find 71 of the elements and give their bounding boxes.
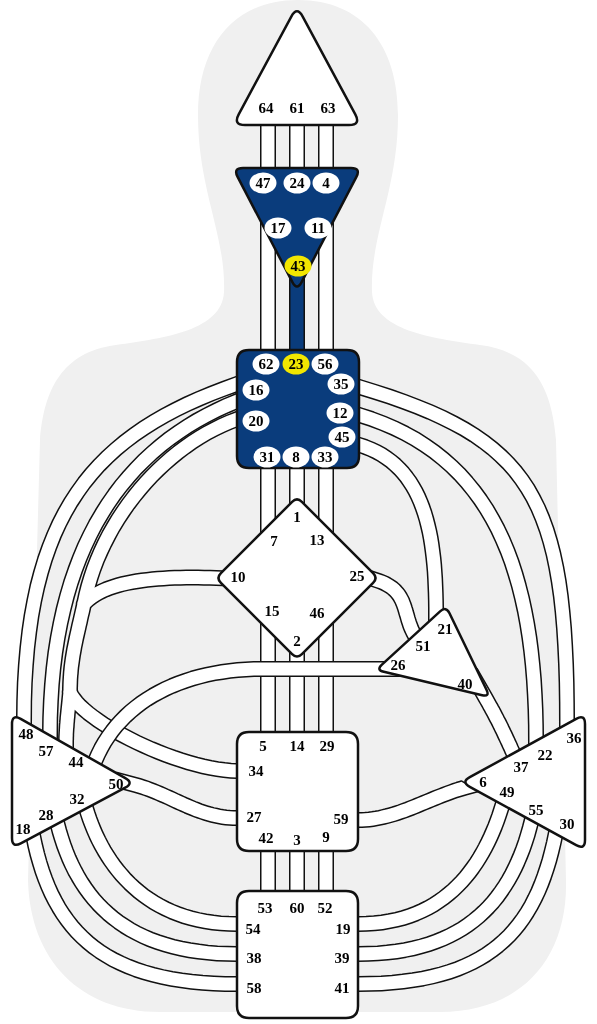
number-label: 5 (259, 738, 267, 754)
channel-pipe (260, 849, 276, 893)
number-label: 63 (320, 100, 336, 116)
number-label: 55 (528, 802, 544, 818)
number-label: 46 (309, 605, 325, 621)
number-label: 30 (559, 816, 575, 832)
number-label: 34 (248, 763, 264, 779)
number-label: 14 (289, 738, 305, 754)
number-label: 50 (108, 776, 124, 792)
channel-pipe (115, 771, 239, 826)
number-label: 64 (258, 100, 274, 116)
channel-pipe (289, 849, 305, 893)
channel-pipe (357, 436, 444, 623)
number-label: 18 (15, 821, 31, 837)
number-label: 15 (264, 603, 280, 619)
channel-pipe (356, 829, 564, 992)
number-label: 57 (38, 743, 54, 759)
number-label: 48 (18, 726, 34, 742)
number-label: 60 (289, 900, 305, 916)
number-label: 25 (349, 568, 365, 584)
number-label: 28 (38, 807, 54, 823)
channel-pipe (356, 816, 539, 962)
number-label: 26 (390, 657, 406, 673)
channel-pipe (88, 661, 401, 766)
number-label: 39 (334, 950, 350, 966)
number-label: 32 (69, 791, 85, 807)
channel-pipe (289, 277, 305, 352)
channel-pipe (357, 406, 544, 746)
number-label: 9 (322, 829, 330, 845)
channel-pipe (357, 378, 575, 729)
number-label: 37 (513, 759, 529, 775)
channel-pipe (356, 800, 510, 932)
channel-pipe (289, 123, 305, 170)
number-label: 19 (335, 921, 351, 937)
number-label: 13 (309, 532, 325, 548)
channel-pipe (16, 375, 239, 726)
channel-pipe (369, 570, 421, 641)
number-label: 58 (246, 980, 262, 996)
channel-pipe (78, 803, 239, 932)
channel-pipe (356, 780, 479, 828)
channel-pipe (260, 123, 276, 170)
number-label: 21 (437, 621, 453, 637)
number-label: 44 (68, 754, 84, 770)
number-label: 36 (566, 730, 582, 746)
number-label: 38 (246, 950, 262, 966)
number-label: 41 (334, 980, 350, 996)
number-label: 54 (245, 921, 261, 937)
number-label: 29 (319, 738, 335, 754)
number-label: 52 (317, 900, 333, 916)
number-label: 10 (230, 569, 246, 585)
number-label: 22 (537, 747, 553, 763)
number-label: 49 (499, 784, 515, 800)
channel-pipe (42, 392, 239, 741)
number-label: 27 (246, 809, 262, 825)
number-label: 6 (479, 774, 487, 790)
number-label: 51 (415, 638, 431, 654)
number-label: 59 (333, 811, 349, 827)
number-label: 2 (293, 633, 301, 649)
channel-pipe (318, 123, 334, 170)
number-label: 61 (289, 100, 305, 116)
channel-pipe (50, 819, 239, 962)
number-label: 42 (258, 830, 274, 846)
channel-pipe (318, 221, 334, 352)
number-label: 7 (270, 533, 278, 549)
number-label: 3 (293, 832, 301, 848)
channel-pipe (318, 849, 334, 893)
number-label: 40 (457, 676, 473, 692)
channel-pipe (260, 221, 276, 352)
channel-pipe (25, 832, 239, 992)
number-label: 53 (257, 900, 273, 916)
number-label: 1 (293, 509, 301, 525)
